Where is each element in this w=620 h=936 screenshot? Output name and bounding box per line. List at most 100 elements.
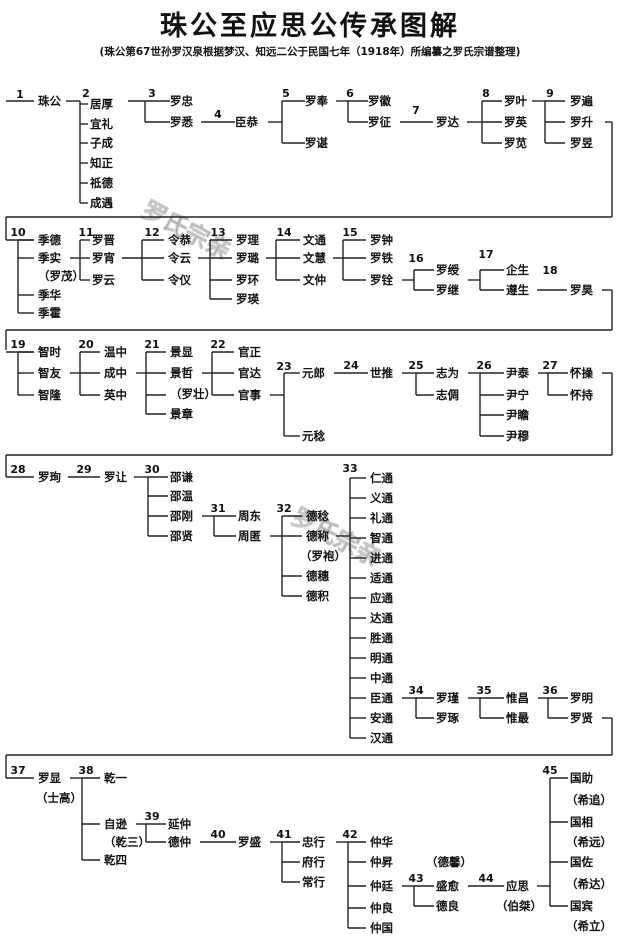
member-name: 安通 [370,711,393,725]
generation-number: 12 [144,226,159,239]
member-name: 乾一 [104,771,127,785]
generation-number: 29 [76,463,91,476]
member-name: 罗叶 [504,94,527,108]
generation-number: 36 [542,684,558,697]
member-name: 府行 [302,855,325,869]
generation-number: 9 [546,87,554,100]
member-name: 尹泰 [506,366,529,380]
member-name: 臣恭 [235,115,258,129]
member-name: 志为 [436,366,459,380]
member-name: 适通 [370,571,393,585]
member-name: 怀持 [570,388,593,402]
member-name: 子成 [90,136,113,150]
member-name: 德仲 [167,835,191,849]
chart-subtitle: (珠公第67世孙罗汉泉根据梦汉、知远二公于民国七年（1918年）所编纂之罗氏宗谱… [99,46,521,58]
member-name: 志倜 [436,388,459,402]
member-name: 祗德 [90,176,113,190]
member-name: 季德 [37,233,61,247]
member-name: 罗云 [92,273,115,287]
generation-number: 11 [78,226,93,239]
generation-number: 30 [144,463,160,476]
member-name: （希远） [566,835,612,849]
member-name: 罗贤 [570,711,593,725]
member-name: 智通 [370,531,393,545]
member-name: 盛愈 [436,879,459,893]
member-name: 达通 [370,611,393,625]
member-name: 罗升 [570,115,593,129]
member-name: 进通 [370,551,393,565]
member-name: 礼通 [370,511,393,525]
member-name: 令仪 [167,273,191,287]
member-name: 罗奉 [305,94,328,108]
generation-number: 38 [78,764,93,777]
member-name: 邵温 [169,489,193,503]
generation-number: 15 [342,226,357,239]
generation-number: 18 [542,264,557,277]
member-name: （罗壮） [170,387,216,401]
member-name: 罗明 [570,691,593,705]
member-name: 文慧 [303,251,326,265]
member-name: 罗昱 [570,136,593,150]
member-name: 景章 [169,407,193,421]
member-name: 国佐 [570,855,593,869]
member-name: 邵刚 [169,509,193,523]
generation-number: 22 [210,338,225,351]
generation-number: 41 [276,828,291,841]
member-name: 德稔 [305,509,329,523]
member-name: 罗钟 [370,233,393,247]
member-name: 国宾 [570,899,593,913]
member-name: 季华 [37,288,61,302]
member-name: （德馨） [426,855,472,869]
generation-number: 1 [16,88,24,101]
generation-number: 32 [276,502,291,515]
member-name: 惟昌 [505,691,529,705]
member-name: （伯桀） [496,899,542,913]
member-name: 令恭 [167,233,191,247]
member-name: 自逊 [104,817,127,831]
member-name: 元稔 [302,429,325,443]
member-name: 罗继 [436,283,459,297]
member-name: 罗征 [368,115,391,129]
generation-number: 17 [478,248,493,261]
member-name: 尹穆 [506,429,529,443]
member-name: 罗绶 [436,263,459,277]
generation-number: 2 [82,87,90,100]
member-name: 文仲 [303,273,326,287]
member-name: 罗让 [104,470,127,484]
member-name: 常行 [302,875,325,889]
member-name: 世推 [370,366,393,380]
generation-number: 16 [408,252,424,265]
generation-number: 35 [476,684,491,697]
generation-number: 37 [10,764,25,777]
member-name: 忠行 [302,835,325,849]
member-name: （希立） [566,919,612,933]
member-name: 应通 [370,591,393,605]
generation-number: 40 [210,828,226,841]
member-name: 仲华 [370,835,393,849]
generation-number: 27 [542,359,557,372]
member-name: 德称 [305,529,329,543]
generation-number: 34 [408,684,424,697]
member-name: 周匿 [238,529,261,543]
member-name: 罗环 [236,273,259,287]
generation-number: 14 [276,226,292,239]
member-name: 企生 [505,263,529,277]
generation-number: 8 [482,87,490,100]
member-name: 罗悉 [170,115,193,129]
member-name: 罗遍 [570,94,593,108]
generation-number: 26 [476,359,492,372]
member-name: 罗显 [38,771,61,785]
generation-number: 45 [542,764,557,777]
generation-number: 13 [210,226,225,239]
member-name: （希追） [566,793,612,807]
member-name: 延仲 [167,817,191,831]
member-name: 罗琢 [436,711,459,725]
member-name: 成中 [104,366,127,380]
member-name: 居厚 [90,97,113,111]
member-name: 温中 [104,345,127,359]
generation-number: 24 [343,359,359,372]
chart-title: 珠公至应思公传承图解 [160,11,460,42]
member-name: 国相 [570,815,593,829]
